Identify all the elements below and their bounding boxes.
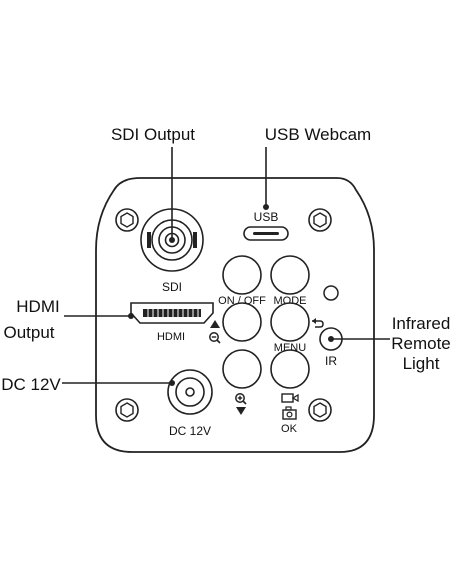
menu-ok-button[interactable] <box>270 349 310 389</box>
usb-label: USB <box>254 210 279 224</box>
photo-camera-icon <box>282 406 297 420</box>
dc-jack <box>167 369 213 415</box>
on-off-label: ON / OFF <box>218 295 266 307</box>
ir-callout-dot <box>328 336 334 342</box>
return-button[interactable] <box>270 302 310 342</box>
video-camera-icon <box>281 393 299 403</box>
infrared-callout-line2: Remote <box>391 334 451 353</box>
hdmi-callout-dot <box>128 313 134 319</box>
zoom-in-icon <box>235 393 247 405</box>
hdmi-output-callout-line1: HDMI <box>16 297 59 316</box>
sdi-output-callout: SDI Output <box>111 125 195 144</box>
dc-callout-dot <box>169 380 175 386</box>
screw-top-left <box>115 208 139 232</box>
down-arrow-icon <box>236 407 246 415</box>
ok-label: OK <box>281 423 298 435</box>
dc-label: DC 12V <box>169 424 211 438</box>
hdmi-output-callout-line2: Output <box>3 323 54 342</box>
up-zoom-out-button[interactable] <box>222 302 262 342</box>
mode-button[interactable] <box>270 255 310 295</box>
return-icon <box>312 318 324 328</box>
on-off-button[interactable] <box>222 255 262 295</box>
sdi-label: SDI <box>162 280 182 294</box>
down-zoom-in-button[interactable] <box>222 349 262 389</box>
hex-screw-icon <box>313 402 327 418</box>
infrared-callout-line3: Light <box>403 354 440 373</box>
usb-callout-dot <box>263 204 269 210</box>
hex-screw-icon <box>313 212 327 228</box>
mode-label: MODE <box>274 295 307 307</box>
hex-screw-icon <box>120 402 134 418</box>
usb-port <box>243 226 289 241</box>
hdmi-label: HDMI <box>157 331 185 343</box>
screw-top-right <box>308 208 332 232</box>
dc-12v-callout: DC 12V <box>1 375 61 394</box>
indicator-light <box>323 285 339 301</box>
up-arrow-icon <box>210 320 220 328</box>
infrared-callout-line1: Infrared <box>392 314 451 333</box>
zoom-out-icon <box>209 332 221 344</box>
screw-bottom-right <box>308 398 332 422</box>
sdi-callout-dot <box>169 237 175 243</box>
hex-screw-icon <box>120 212 134 228</box>
ir-label: IR <box>325 354 337 368</box>
screw-bottom-left <box>115 398 139 422</box>
usb-webcam-callout: USB Webcam <box>265 125 371 144</box>
